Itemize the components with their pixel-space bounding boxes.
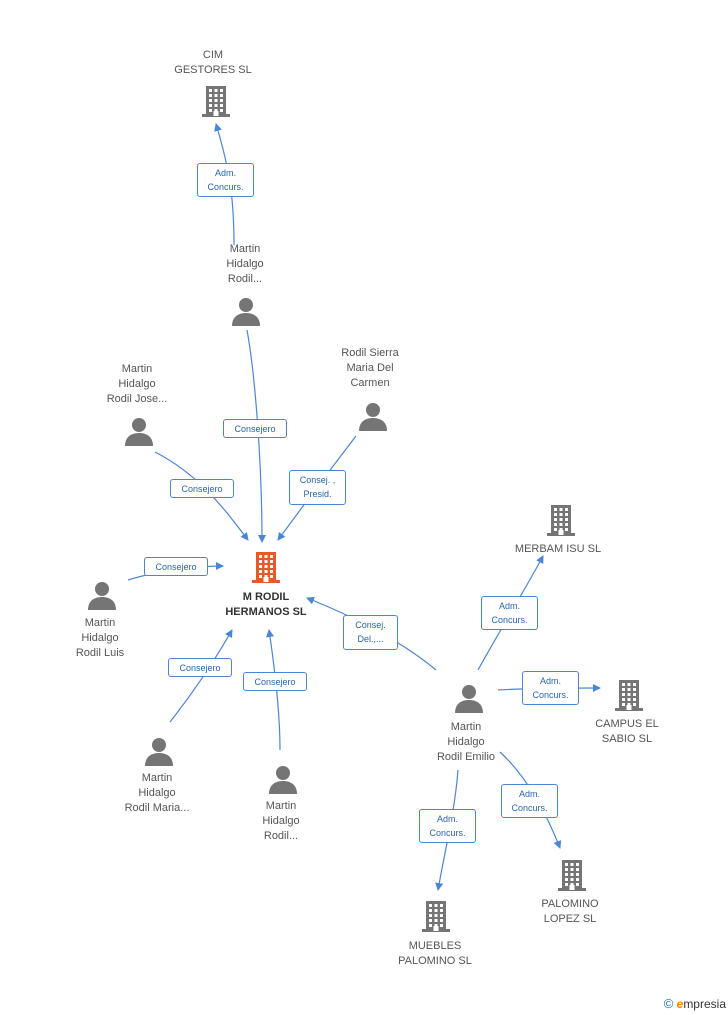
node-label-palomino-lopez[interactable]: PALOMINO LOPEZ SL bbox=[541, 898, 599, 925]
building-icon bbox=[547, 505, 575, 536]
edge-label-consej-del: Consej. Del.,... bbox=[343, 615, 398, 650]
node-label-martin-hidalgo-rodil-luis[interactable]: Martin Hidalgo Rodil Luis bbox=[75, 617, 125, 659]
person-icon bbox=[88, 582, 116, 610]
building-icon bbox=[202, 86, 230, 117]
building-icon[interactable] bbox=[250, 550, 282, 584]
person-icon bbox=[145, 738, 173, 766]
node-label-martin-hidalgo-rodil-emilio[interactable]: Martin Hidalgo Rodil Emilio bbox=[436, 721, 496, 763]
brand-name: mpresia bbox=[683, 997, 726, 1011]
building-icon bbox=[422, 901, 450, 932]
brand-e: e bbox=[676, 997, 684, 1011]
edge-label-consejero: Consejero bbox=[170, 479, 234, 498]
building-icon bbox=[615, 680, 643, 711]
node-label-martin-hidalgo-rodil-maria[interactable]: Martin Hidalgo Rodil Maria... bbox=[124, 772, 190, 814]
node-label-m-rodil-hermanos[interactable]: M RODIL HERMANOS SL bbox=[225, 591, 307, 618]
copyright-icon: © bbox=[663, 996, 674, 1011]
edge-label-adm-concurs: Adm. Concurs. bbox=[481, 596, 538, 630]
person-icon bbox=[125, 418, 153, 446]
edge-label-consejero: Consejero bbox=[243, 672, 307, 691]
edge-label-consejero: Consejero bbox=[223, 419, 287, 438]
person-icon bbox=[269, 766, 297, 794]
edge-label-adm-concurs: Adm. Concurs. bbox=[501, 784, 558, 818]
person-icon bbox=[232, 298, 260, 326]
node-label-merbam-isu[interactable]: MERBAM ISU SL bbox=[514, 543, 602, 555]
edge-martin2-to-main bbox=[266, 629, 281, 751]
edge-label-consejero: Consejero bbox=[168, 658, 232, 677]
node-label-martin-hidalgo-rodil-jose[interactable]: Martin Hidalgo Rodil Jose... bbox=[106, 363, 168, 405]
edge-label-adm-concurs: Adm. Concurs. bbox=[522, 671, 579, 705]
node-label-martin-hidalgo-rodil-bottom[interactable]: Martin Hidalgo Rodil... bbox=[262, 800, 300, 842]
node-label-cim-gestores[interactable]: CIM GESTORES SL bbox=[174, 49, 252, 76]
edge-label-adm-concurs: Adm. Concurs. bbox=[197, 163, 254, 197]
empresia-logo: © empresia bbox=[664, 996, 726, 1011]
building-icon bbox=[558, 860, 586, 891]
node-label-martin-hidalgo-rodil-top[interactable]: Martin Hidalgo Rodil... bbox=[226, 243, 264, 285]
edge-label-consejero: Consejero bbox=[144, 557, 208, 576]
node-label-rodil-sierra[interactable]: Rodil Sierra Maria Del Carmen bbox=[341, 347, 399, 389]
person-icon bbox=[359, 403, 387, 431]
node-label-muebles-palomino[interactable]: MUEBLES PALOMINO SL bbox=[398, 940, 472, 967]
edge-label-consej-presid: Consej. , Presid. bbox=[289, 470, 346, 505]
person-icon bbox=[455, 685, 483, 713]
edge-label-adm-concurs: Adm. Concurs. bbox=[419, 809, 476, 843]
node-label-campus-el-sabio[interactable]: CAMPUS EL SABIO SL bbox=[595, 718, 659, 745]
